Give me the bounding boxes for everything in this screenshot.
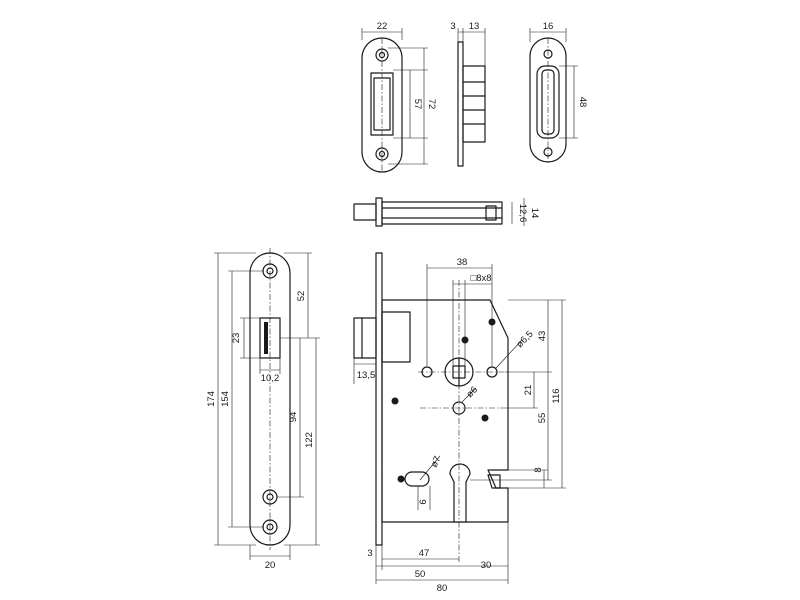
dim-lock-hole-d3: ø7 — [429, 455, 444, 470]
dim-latch-b: 14 — [529, 208, 540, 219]
strike-side-plate — [457, 41, 464, 167]
dim-latch-a: 12,6 — [517, 204, 528, 223]
latch-plan-view: 12,6 14 — [353, 197, 540, 227]
dim-strike-width: 22 — [377, 21, 388, 32]
lock-rivet — [391, 397, 399, 405]
faceplate-view: 174 154 23 10,2 52 94 122 20 — [206, 248, 320, 571]
dim-lock-30: 30 — [481, 560, 492, 571]
lock-latch-housing — [381, 311, 411, 363]
dim-strike-plate-thickness: 3 — [450, 21, 455, 32]
dim-lock-47: 47 — [419, 548, 430, 559]
dim-lock-8: 8 — [533, 467, 544, 472]
dim-faceplate-latch-to-bottom: 122 — [304, 432, 315, 448]
dim-faceplate-latch-to-screw: 94 — [288, 412, 299, 423]
dim-cover-height: 48 — [577, 97, 588, 108]
lock-latch-bolt — [353, 317, 377, 359]
latch-front-plate — [375, 197, 383, 227]
lock-body-view: 38 □8x8 ø6,5 ø6 ø7 43 21 55 116 8 13,5 — [353, 252, 566, 594]
dim-lock-116: 116 — [551, 388, 562, 403]
dim-lock-hole-d1: ø6,5 — [514, 329, 535, 350]
dim-faceplate-screw-spacing: 154 — [220, 391, 231, 407]
dim-leader — [419, 455, 441, 481]
dim-lock-hole-d2: ø6 — [464, 384, 480, 400]
dim-strike-inner-height: 57 — [412, 99, 423, 110]
dim-leader — [461, 387, 477, 403]
cover-plate-view: 16 48 — [529, 21, 588, 163]
strike-plate-front-view: 22 57 72 — [361, 21, 437, 173]
faceplate-latch-shade — [264, 322, 268, 354]
dim-cover-width: 16 — [543, 21, 554, 32]
dim-faceplate-latch-height: 23 — [231, 333, 242, 344]
dim-leader — [495, 339, 523, 369]
dim-lock-55: 55 — [537, 413, 548, 424]
dim-lock-case-depth: 80 — [437, 583, 448, 594]
dim-lock-21: 21 — [523, 385, 534, 396]
dim-lock-spindle-square: □8x8 — [470, 273, 491, 284]
dim-faceplate-overall-height: 174 — [206, 391, 217, 407]
lock-lower-hole — [452, 401, 466, 415]
dim-lock-backset: 38 — [457, 257, 468, 268]
dim-faceplate-top-to-latch: 52 — [296, 291, 307, 302]
lock-slotted-hole — [404, 471, 430, 487]
dim-faceplate-width: 20 — [265, 560, 276, 571]
dim-strike-depth: 13 — [469, 21, 480, 32]
dim-strike-outer-height: 72 — [426, 99, 437, 110]
strike-side-box — [462, 65, 486, 143]
lock-front-plate — [375, 252, 383, 546]
strike-side-view: 3 13 — [450, 21, 486, 167]
dim-lock-50: 50 — [415, 569, 426, 580]
lock-rivet — [481, 414, 489, 422]
strike-bottom-screw-hole — [375, 147, 389, 161]
dim-faceplate-latch-width: 10,2 — [261, 373, 280, 384]
latch-tongue — [353, 203, 377, 221]
lock-rivet — [397, 475, 405, 483]
latch-case — [381, 201, 503, 225]
dim-lock-6: 6 — [418, 499, 429, 504]
lock-case-hook — [487, 474, 501, 489]
dim-lock-front-thickness: 3 — [367, 548, 372, 559]
dim-lock-latch-projection: 13,5 — [357, 370, 376, 381]
lock-case-outline — [381, 299, 509, 523]
dim-lock-43: 43 — [537, 331, 548, 342]
latch-case-block — [485, 205, 497, 221]
lock-keyhole-cutout — [449, 463, 471, 523]
